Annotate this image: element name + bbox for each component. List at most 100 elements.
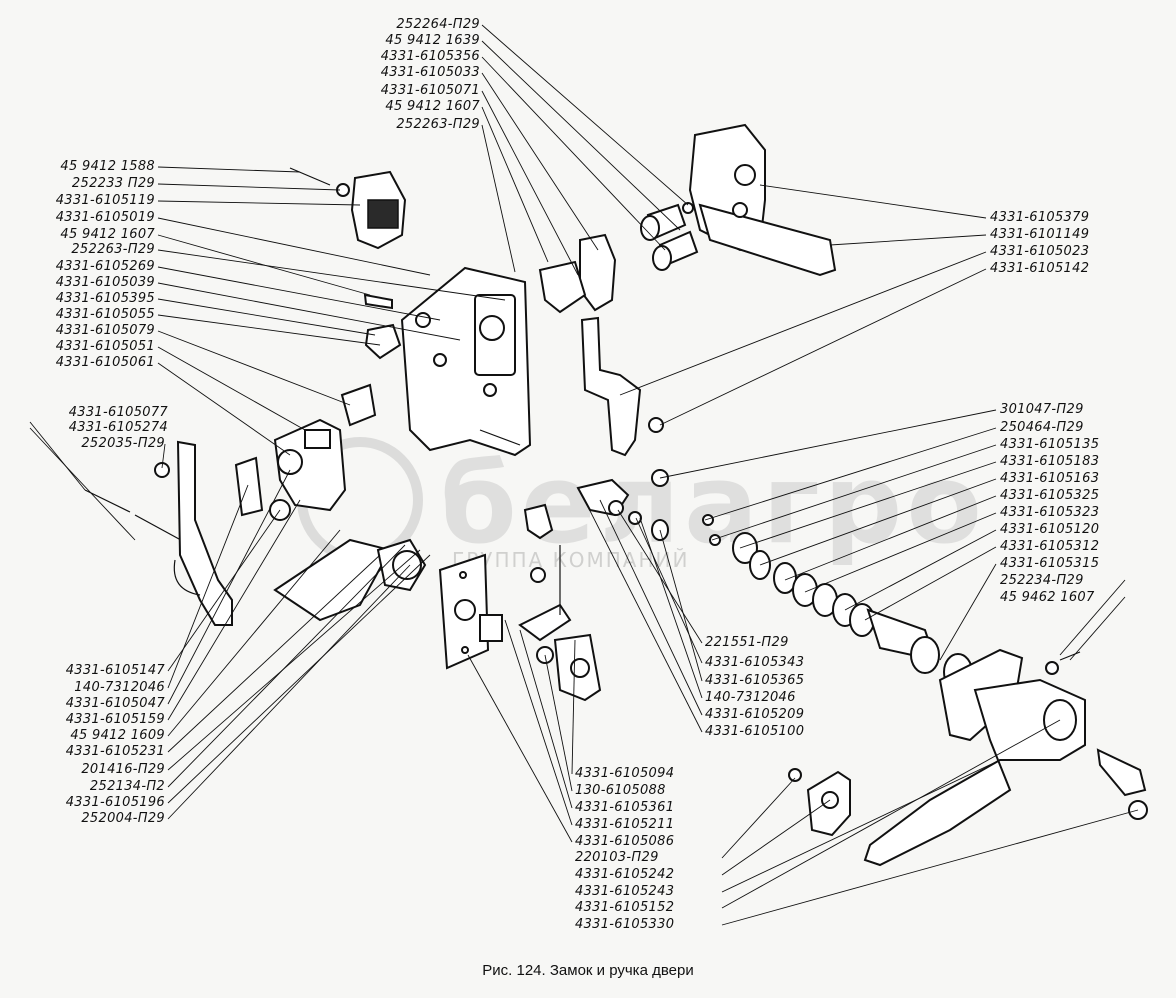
- leader-line: [739, 461, 997, 549]
- leader-line: [167, 509, 281, 672]
- part-label: 4331-6105055: [55, 307, 155, 322]
- part-label: 252233 П29: [71, 176, 155, 191]
- part-label: 4331-6105330: [575, 917, 675, 932]
- part-label: 4331-6105356: [380, 49, 480, 64]
- part-label: 4331-6105323: [1000, 505, 1100, 520]
- top-screws: [640, 202, 699, 271]
- leader-line: [1069, 596, 1126, 661]
- part-label: 4331-6105209: [705, 707, 805, 722]
- leader-line: [157, 330, 351, 406]
- part-label: 4331-6105242: [575, 867, 675, 882]
- part-label: 4331-6105379: [990, 210, 1090, 225]
- leader-line: [721, 719, 1061, 909]
- leader-line: [157, 166, 301, 173]
- leader-line: [659, 529, 703, 682]
- leader-line: [659, 268, 987, 426]
- leader-line: [167, 529, 341, 737]
- part-label: 4331-6105033: [380, 65, 480, 80]
- part-label: 4331-6105079: [55, 323, 155, 338]
- part-label: 4331-6105312: [1000, 539, 1100, 554]
- part-label: 45 9412 1607: [60, 227, 155, 242]
- leader-line: [481, 40, 681, 231]
- leader-line: [519, 629, 573, 809]
- part-label: 4331-6105183: [1000, 454, 1100, 469]
- lock-cylinder-springs: [732, 532, 973, 691]
- part-label: 4331-6105361: [575, 800, 675, 815]
- outer-handle-lever: [273, 538, 427, 622]
- part-label: 45 9412 1607: [385, 99, 480, 114]
- leader-line: [481, 72, 599, 251]
- leader-line: [571, 639, 576, 775]
- leader-line: [167, 554, 381, 753]
- part-label: 4331-6105086: [575, 834, 675, 849]
- part-label: 4331-6105135: [1000, 437, 1100, 452]
- part-label: 221551-П29: [705, 635, 789, 650]
- leader-line: [481, 90, 579, 276]
- top-lever-part: [538, 233, 617, 314]
- part-label: 4331-6105120: [1000, 522, 1100, 537]
- leader-line: [157, 362, 291, 456]
- leader-line: [619, 251, 987, 396]
- latch-assembly: [234, 418, 347, 521]
- part-label: 4331-6105315: [1000, 556, 1100, 571]
- part-label: 252263-П29: [396, 117, 480, 132]
- part-label: 45 9412 1588: [60, 159, 155, 174]
- leader-line: [167, 484, 249, 689]
- leader-line: [864, 546, 997, 621]
- watermark-subtitle: ГРУППА КОМПАНИЙ: [452, 548, 690, 572]
- part-label: 45 9412 1609: [70, 728, 165, 743]
- part-label: 4331-6105100: [705, 724, 805, 739]
- cylinder-mounting-plate: [438, 553, 503, 670]
- leader-line: [721, 777, 796, 859]
- leader-line: [659, 409, 997, 479]
- leader-line: [481, 56, 666, 251]
- part-label: 4331-6105196: [65, 795, 165, 810]
- leader-line: [29, 421, 86, 491]
- leader-line: [581, 494, 703, 733]
- leader-line: [157, 282, 461, 341]
- part-label: 252263-П29: [71, 242, 155, 257]
- leader-line: [829, 234, 987, 246]
- part-label: 250464-П29: [1000, 420, 1084, 435]
- part-label: 4331-6105071: [380, 83, 480, 98]
- part-label: 4331-6105211: [575, 817, 675, 832]
- part-label: 4331-6105019: [55, 210, 155, 225]
- part-label: 4331-6105243: [575, 884, 675, 899]
- small-bolts: [608, 500, 721, 546]
- leader-line: [721, 799, 831, 876]
- leader-line: [157, 249, 506, 301]
- part-label: 4331-6105142: [990, 261, 1090, 276]
- key-part: [1096, 748, 1148, 820]
- part-label: 4331-6105061: [55, 355, 155, 370]
- part-label: 4331-6105231: [65, 744, 165, 759]
- part-label: 4331-6105269: [55, 259, 155, 274]
- part-label: 140-7312046: [705, 690, 796, 705]
- part-label: 4331-6105077: [68, 405, 168, 420]
- part-label: 4331-6105023: [990, 244, 1090, 259]
- top-bracket-part: [688, 123, 837, 277]
- leader-line: [167, 469, 291, 705]
- leader-line: [167, 554, 431, 804]
- part-label: 4331-6105274: [68, 420, 168, 435]
- part-label: 201416-П29: [81, 762, 165, 777]
- leader-line: [759, 184, 987, 219]
- part-label: 130-6105088: [575, 783, 666, 798]
- part-label: 4331-6105051: [55, 339, 155, 354]
- leader-line: [759, 478, 997, 566]
- lock-body-plate: [340, 266, 532, 457]
- lock-lever-arm: [580, 316, 669, 487]
- inner-handle-knob: [289, 167, 407, 250]
- part-label: 45 9462 1607: [1000, 590, 1095, 605]
- leader-line: [721, 809, 1139, 926]
- leader-line: [844, 529, 997, 611]
- leader-lines: [29, 24, 1139, 926]
- part-label: 140-7312046: [74, 680, 165, 695]
- leader-line: [481, 24, 689, 206]
- leader-line: [157, 298, 376, 336]
- leader-line: [804, 512, 997, 593]
- part-label: 4331-6105343: [705, 655, 805, 670]
- leader-line: [704, 427, 997, 521]
- leader-line: [481, 106, 549, 263]
- leader-line: [157, 200, 361, 206]
- leader-line: [157, 183, 341, 191]
